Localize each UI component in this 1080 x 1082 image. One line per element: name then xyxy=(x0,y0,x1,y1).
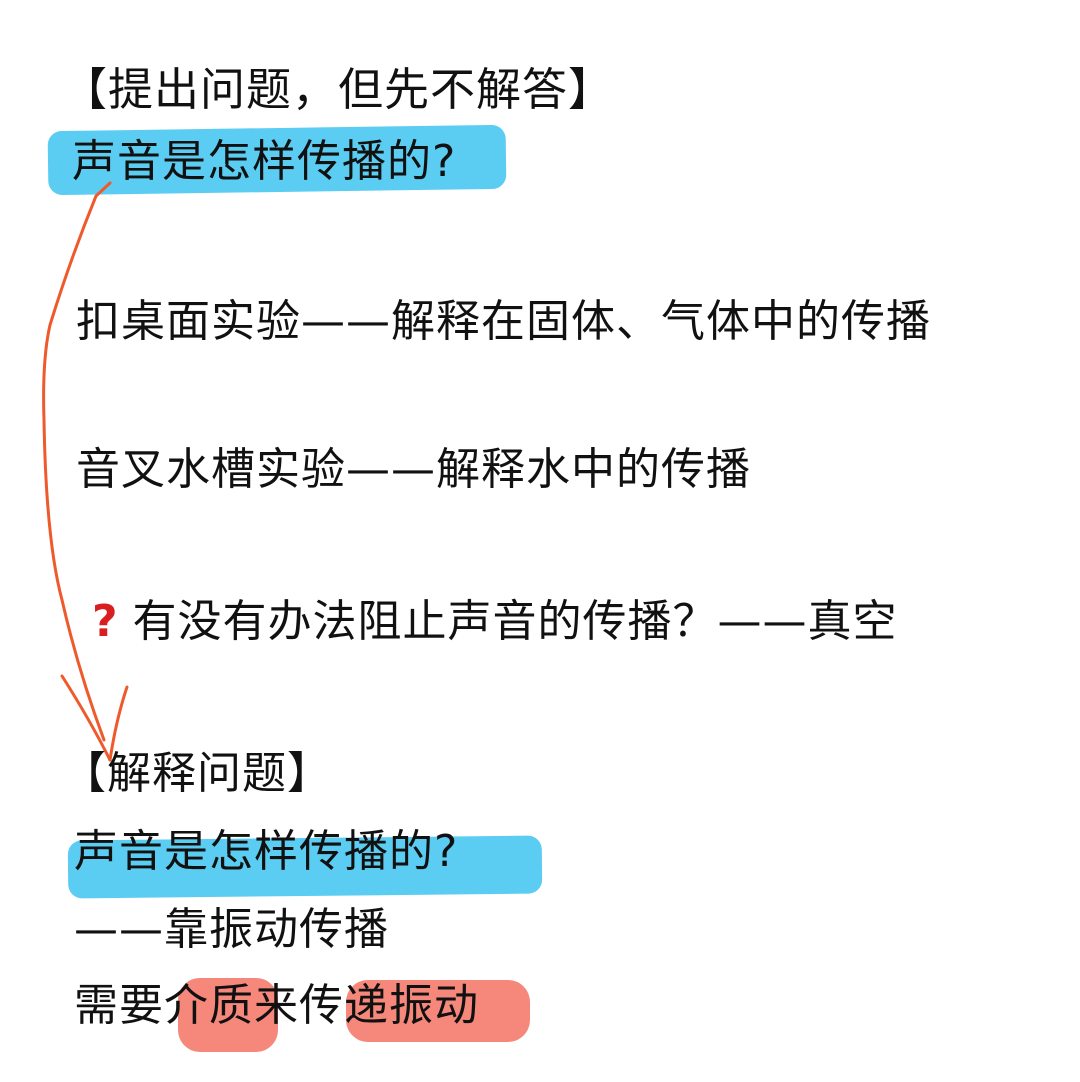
section2-heading: 【解释问题】 xyxy=(62,748,332,799)
pink-highlight-transmit xyxy=(346,980,530,1042)
experiment-item-desk: 扣桌面实验——解释在固体、气体中的传播 xyxy=(76,296,931,347)
detail-middle: 来 xyxy=(254,980,299,1031)
detail-highlight-transmit: 递振动 xyxy=(344,980,479,1031)
detail-prefix: 需要 xyxy=(74,980,164,1031)
detail-plain-char: 传 xyxy=(299,980,344,1031)
section1-heading: 【提出问题，但先不解答】 xyxy=(62,63,615,116)
section2-detail: 需要介质来传递振动 xyxy=(74,980,479,1032)
follow-up-text: 有没有办法阻止声音的传播？——真空 xyxy=(132,596,898,647)
detail-highlight-medium: 介质 xyxy=(164,980,254,1031)
section2-question: 声音是怎样传播的? xyxy=(74,826,459,877)
experiment-item-tuning-fork: 音叉水槽实验——解释水中的传播 xyxy=(76,444,751,495)
red-question-mark-icon: ? xyxy=(92,596,119,647)
follow-up-question: ? 有没有办法阻止声音的传播？——真空 xyxy=(92,596,898,648)
section1-question: 声音是怎样传播的? xyxy=(72,136,457,187)
pink-highlight-medium xyxy=(178,978,278,1052)
section2-answer: ——靠振动传播 xyxy=(74,904,389,955)
